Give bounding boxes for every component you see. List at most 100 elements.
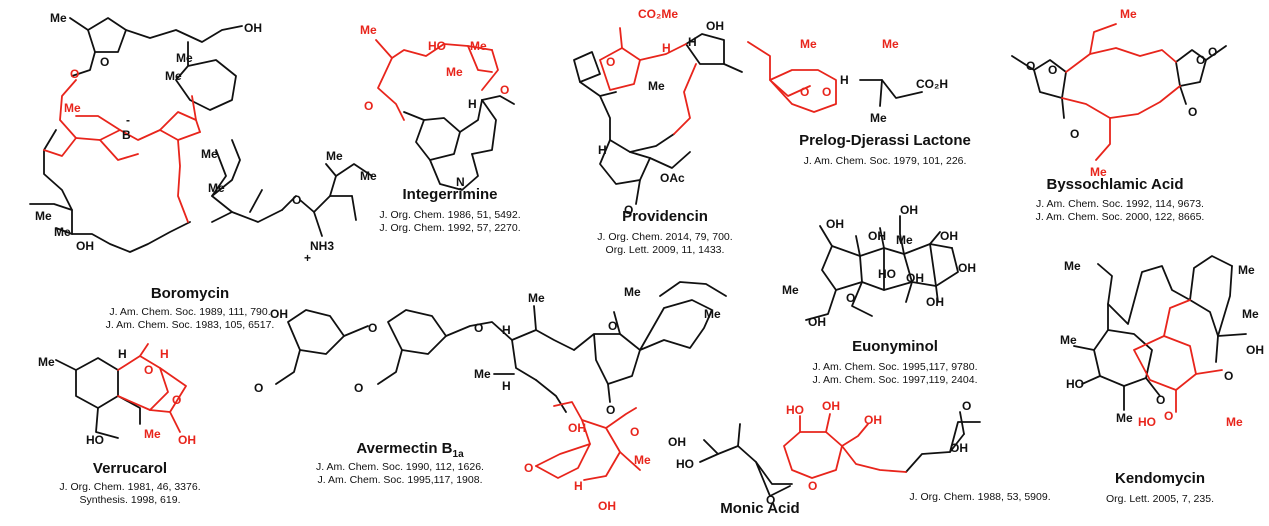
- ref-kendomycin-1: Org. Lett. 2005, 7, 235.: [1106, 493, 1214, 505]
- label-h-red-prov: H: [662, 41, 671, 55]
- label-o-red-verru: O: [172, 393, 181, 407]
- label-o-red-aver-2: O: [630, 425, 639, 439]
- atom-labels: Me O OH Me Me Me B - Me Me OH Me O Me Me…: [35, 11, 1264, 507]
- label-plus: +: [304, 251, 311, 265]
- label-me-prelog: Me: [800, 37, 817, 51]
- label-o-red-monic: O: [808, 479, 817, 493]
- label-ho-verru: HO: [86, 433, 104, 447]
- label-nh3: NH3: [310, 239, 334, 253]
- label-me-kendo-1: Me: [1064, 259, 1081, 273]
- compound-name-euonyminol: Euonyminol: [852, 338, 938, 355]
- avermectin-name-subscript: 1a: [452, 449, 464, 460]
- label-oh-aver: OH: [270, 307, 288, 321]
- label-o-red-prov: O: [606, 55, 615, 69]
- compound-name-integerrimine: Integerrimine: [402, 186, 498, 203]
- byssochlamic-structure: [1011, 45, 1227, 119]
- ref-integerrimine-2: J. Org. Chem. 1992, 57, 2270.: [379, 222, 521, 234]
- label-me-red-verru: Me: [144, 427, 161, 441]
- ref-verrucarol-1: J. Org. Chem. 1981, 46, 3376.: [59, 481, 201, 493]
- ref-prelog-1: J. Am. Chem. Soc. 1979, 101, 226.: [803, 155, 967, 167]
- label-oh-euo-6: OH: [906, 271, 924, 285]
- label-h-verru: H: [118, 347, 127, 361]
- label-h-providencin: H: [598, 143, 607, 157]
- label-co2me: CO₂Me: [638, 7, 678, 21]
- label-minus-boromycin: -: [126, 113, 130, 127]
- label-ho-kendo: HO: [1066, 377, 1084, 391]
- atom-labels-red: Me O Me HO Me Me O O CO₂Me H O Me Me O O…: [64, 7, 1243, 513]
- label-me-aver-4: Me: [704, 307, 721, 321]
- label-n-integerrimine: N: [456, 175, 465, 189]
- label-oh-kendo: OH: [1246, 343, 1264, 357]
- integerrimine-structure: [403, 95, 515, 191]
- label-oh-red-aver-2: OH: [598, 499, 616, 513]
- ref-euonyminol-2: J. Am. Chem. Soc. 1997,119, 2404.: [812, 374, 978, 386]
- ref-avermectin-1: J. Am. Chem. Soc. 1990, 112, 1626.: [316, 461, 484, 473]
- label-o-providencin: O: [624, 203, 633, 217]
- label-me-red-integ-2: Me: [470, 39, 487, 53]
- label-oh-providencin: OH: [706, 19, 724, 33]
- verrucarol-structure: [55, 357, 141, 439]
- label-me-kendo-5: Me: [1116, 411, 1133, 425]
- label-oh-monic-1: OH: [668, 435, 686, 449]
- label-me-kendo-4: Me: [1060, 333, 1077, 347]
- label-h-aver-2: H: [502, 379, 511, 393]
- label-me-verru: Me: [38, 355, 55, 369]
- label-oh-euo-1: OH: [900, 203, 918, 217]
- compound-name-prelog: Prelog-Djerassi Lactone: [799, 132, 971, 149]
- refs-providencin: J. Org. Chem. 2014, 79, 700. Org. Lett. …: [560, 231, 770, 257]
- label-me-aver-3: Me: [624, 285, 641, 299]
- label-oh-red-aver: OH: [568, 421, 586, 435]
- ref-providencin-2: Org. Lett. 2009, 11, 1433.: [605, 244, 725, 256]
- label-me-boromycin-8: Me: [326, 149, 343, 163]
- compound-name-kendomycin: Kendomycin: [1114, 470, 1205, 487]
- label-oh-red-monic-2: OH: [864, 413, 882, 427]
- label-oh-red-verru: OH: [178, 433, 196, 447]
- refs-avermectin: J. Am. Chem. Soc. 1990, 112, 1626. J. Am…: [270, 461, 530, 487]
- label-o-red-prelog: O: [800, 85, 809, 99]
- refs-monic: J. Org. Chem. 1988, 53, 5909.: [880, 491, 1080, 504]
- ref-verrucarol-2: Synthesis. 1998, 619.: [79, 494, 181, 506]
- label-oh-euo-4: OH: [940, 229, 958, 243]
- label-o-red-verru-2: O: [144, 363, 153, 377]
- ref-boromycin-2: J. Am. Chem. Soc. 1983, 105, 6517.: [105, 319, 275, 331]
- label-me-prelog-2: Me: [882, 37, 899, 51]
- ref-integerrimine-1: J. Org. Chem. 1986, 51, 5492.: [379, 209, 521, 221]
- label-me-boromycin-7: Me: [208, 181, 225, 195]
- ref-byssochlamic-1: J. Am. Chem. Soc. 1992, 114, 9673.: [1036, 198, 1204, 210]
- label-o-aver-2: O: [474, 321, 483, 335]
- label-me-red-aver: Me: [634, 453, 651, 467]
- label-me-kendo-2: Me: [1238, 263, 1255, 277]
- label-o-kendo: O: [1156, 393, 1165, 407]
- label-me-boromycin-5: Me: [35, 209, 52, 223]
- label-h-red-verru: H: [160, 347, 169, 361]
- ref-boromycin-1: J. Am. Chem. Soc. 1989, 111, 790.: [109, 306, 271, 318]
- label-oh-boromycin-2: OH: [76, 239, 94, 253]
- prelog-structure: [859, 79, 923, 107]
- avermectin-structure: [275, 281, 727, 413]
- label-ho-monic: HO: [676, 457, 694, 471]
- label-me-red-integ: Me: [360, 23, 377, 37]
- refs-integerrimine: J. Org. Chem. 1986, 51, 5492. J. Org. Ch…: [340, 209, 560, 235]
- label-h-red-aver: H: [574, 479, 583, 493]
- label-o-monic-carbonyl: O: [962, 399, 971, 413]
- label-me-boromycin-2: Me: [176, 51, 193, 65]
- label-o-red-aver: O: [524, 461, 533, 475]
- label-o-byss-4: O: [1208, 45, 1217, 59]
- label-o-aver-1: O: [368, 321, 377, 335]
- label-ho-red-monic: HO: [786, 403, 804, 417]
- label-o-byss-2: O: [1026, 59, 1035, 73]
- label-o-byss-1: O: [1048, 63, 1057, 77]
- label-h-aver-1: H: [502, 323, 511, 337]
- label-me-red-byss: Me: [1120, 7, 1137, 21]
- label-o-aver-6: O: [606, 403, 615, 417]
- label-o-byss-6: O: [1188, 105, 1197, 119]
- label-o-monic-ep: O: [766, 493, 775, 507]
- label-o-kendo-2: O: [1224, 369, 1233, 383]
- label-o-byss-5: O: [1070, 127, 1079, 141]
- refs-kendomycin: Org. Lett. 2005, 7, 235.: [1070, 493, 1250, 506]
- label-b-boromycin: B: [122, 128, 131, 142]
- refs-prelog: J. Am. Chem. Soc. 1979, 101, 226.: [770, 155, 1000, 168]
- label-co2h: CO₂H: [916, 77, 948, 91]
